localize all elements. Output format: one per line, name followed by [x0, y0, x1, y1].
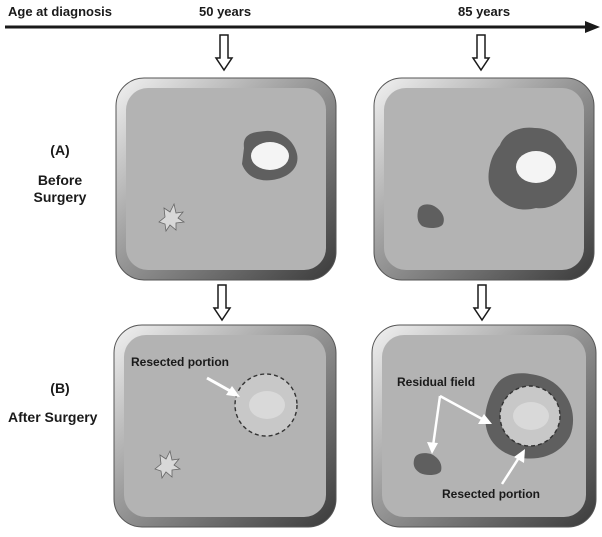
large-lesion-core	[516, 151, 556, 183]
panel-b2-residual-label: Residual field	[397, 375, 476, 389]
down-arrow-85-years	[471, 34, 491, 72]
timeline-age-50: 50 years	[199, 4, 252, 19]
panel-b1-after-surgery-50	[113, 324, 337, 528]
panel-a1-before-surgery-50	[115, 77, 337, 281]
panel-a2-before-surgery-85	[373, 77, 595, 281]
timeline-arrowhead	[585, 21, 600, 33]
resected-pointer-arrow	[500, 449, 525, 485]
row-a-marker: (A)	[50, 142, 70, 158]
small-lesion-star	[158, 202, 186, 233]
resected-pointer-arrow	[206, 376, 240, 397]
down-arrow-panel-a1	[212, 284, 232, 322]
row-b-marker: (B)	[50, 380, 70, 396]
residual-pointer-arrow-2	[427, 395, 442, 454]
timeline-axis	[5, 21, 600, 33]
row-a-title-line1: Before	[37, 172, 83, 188]
row-b-title: After Surgery	[8, 409, 98, 425]
second-lesion	[417, 204, 444, 229]
panel-b2-resected-label: Resected portion	[442, 487, 541, 501]
panel-b1-resected-label: Resected portion	[131, 355, 230, 369]
lesion-core	[251, 142, 289, 170]
resected-core	[513, 402, 549, 430]
residual-pointer-arrow-1	[439, 394, 492, 424]
down-arrow-panel-a2	[472, 284, 492, 322]
small-lesion-star	[154, 449, 182, 480]
timeline-axis-label: Age at diagnosis	[8, 4, 113, 19]
timeline-age-85: 85 years	[458, 4, 511, 19]
resected-core	[249, 391, 285, 419]
row-a-title-line2: Surgery	[33, 189, 87, 205]
down-arrow-50-years	[214, 34, 234, 72]
panel-b2-after-surgery-85	[371, 324, 597, 528]
residual-lesion	[413, 453, 442, 476]
